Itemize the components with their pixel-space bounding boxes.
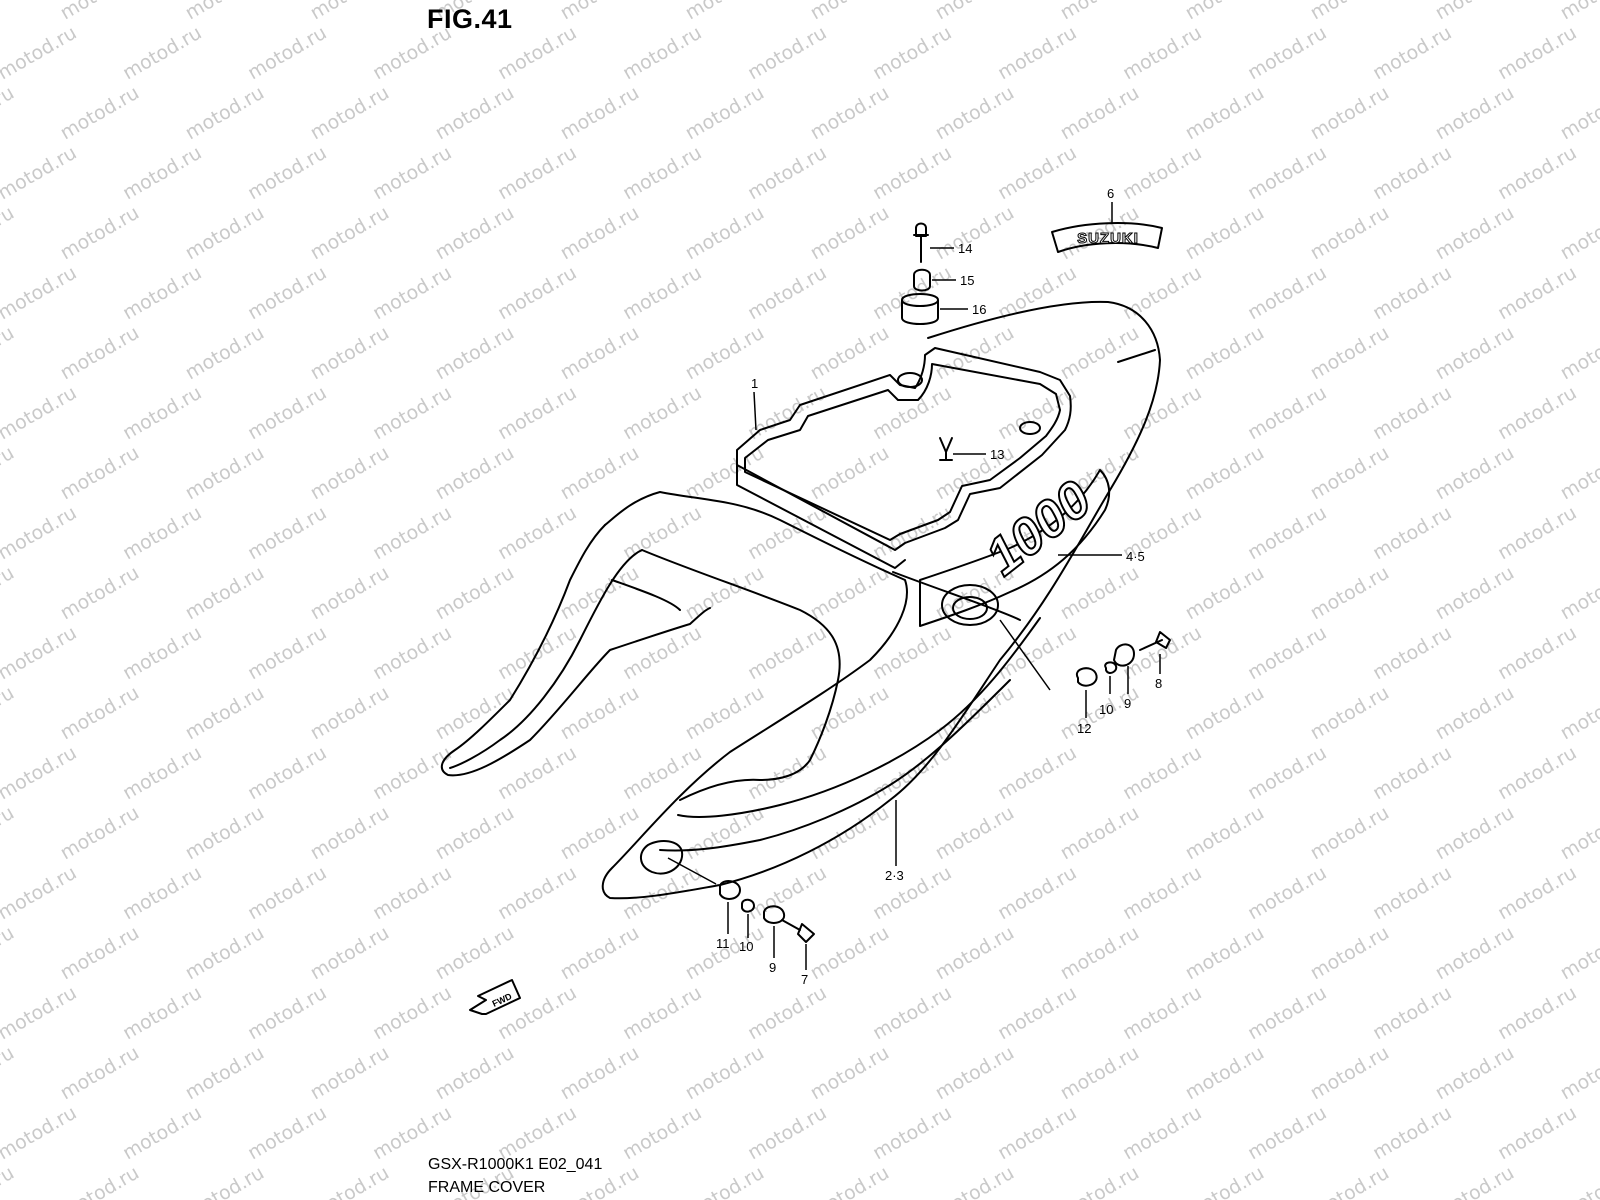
collar-11 [719, 880, 741, 900]
side-grommet-inner [952, 596, 988, 620]
grommet-16 [901, 293, 939, 325]
left-rail-slot [611, 579, 681, 611]
side-stripe-upper [677, 617, 1041, 818]
callout-8: 8 [1155, 676, 1162, 691]
rear-ridge-line [892, 571, 1021, 621]
figure-model-code: GSX-R1000K1 E02_041 [428, 1156, 603, 1173]
figure-section-name: FRAME COVER [428, 1179, 546, 1196]
screw-14 [913, 222, 929, 263]
suzuki-decal-text: SUZUKI [1077, 230, 1139, 247]
top-recess-inner [744, 363, 1061, 541]
callout-4-5: 4·5 [1126, 549, 1145, 564]
callout-7: 7 [801, 972, 808, 987]
collar-10-lower [741, 898, 755, 913]
callout-2-3: 2·3 [885, 868, 904, 883]
collar-12 [1075, 667, 1098, 687]
tip-grommet [640, 839, 684, 875]
figure-title: FIG.41 [427, 4, 513, 34]
leader-grommet-link [999, 619, 1051, 691]
callout-10-lower: 10 [739, 939, 753, 954]
callout-15: 15 [960, 273, 974, 288]
nut-15 [913, 268, 931, 292]
collar-10-right [1104, 661, 1118, 674]
suzuki-decal-shape [1051, 222, 1163, 253]
fwd-arrow-shape [469, 979, 521, 1015]
clip-13 [939, 437, 953, 461]
leader-tip-link [667, 857, 717, 885]
callout-9-right: 9 [1124, 696, 1131, 711]
callout-1: 1 [751, 376, 758, 391]
frame-cover-outline [601, 300, 1161, 900]
bolt-8 [1139, 631, 1171, 651]
left-rail [440, 524, 711, 777]
left-rail-inner [449, 549, 643, 769]
side-grommet-outer [941, 584, 999, 626]
mount-hole-rear [1019, 421, 1041, 435]
washer-9-right [1113, 643, 1135, 667]
top-recess [736, 347, 1072, 551]
callout-10-right: 10 [1099, 702, 1113, 717]
callout-11: 11 [716, 936, 730, 951]
leader-1 [753, 391, 757, 431]
center-rail [641, 549, 841, 801]
top-recess-step [736, 464, 906, 569]
callout-9-lower: 9 [769, 960, 776, 975]
washer-9-lower [763, 905, 786, 924]
callout-16: 16 [972, 302, 986, 317]
side-stripe-lower [659, 679, 1011, 852]
callout-13: 13 [990, 447, 1004, 462]
rear-ridge [1117, 349, 1156, 363]
callout-14: 14 [958, 241, 972, 256]
callout-12: 12 [1077, 721, 1091, 736]
mount-hole-front [897, 372, 923, 388]
model-number-decal: 1000 [975, 470, 1102, 587]
callout-6: 6 [1107, 186, 1114, 201]
bolt-7 [781, 919, 815, 943]
